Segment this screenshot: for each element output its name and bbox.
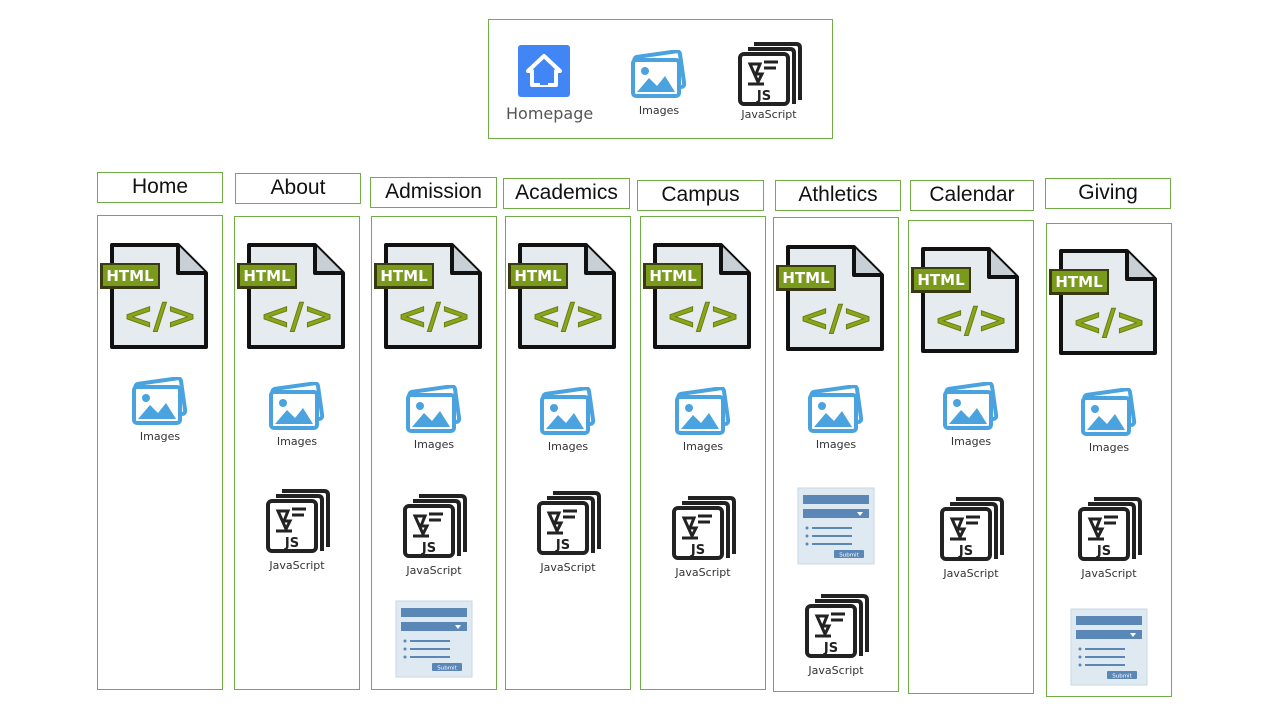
html-file-icon: HTML </> <box>235 243 347 351</box>
images-label: Images <box>682 440 724 453</box>
images-label: Images <box>950 435 992 448</box>
html-badge-text: HTML <box>243 267 291 285</box>
images-icon <box>267 381 327 436</box>
column-header-academics: Academics <box>503 178 630 209</box>
images-icon <box>941 381 1001 436</box>
javascript-icon: JS <box>801 590 871 660</box>
javascript-icon: JS <box>399 490 469 560</box>
html-code-text: </> <box>531 296 604 337</box>
javascript-icon: JS <box>533 487 603 557</box>
js-label: JavaScript <box>1081 567 1137 580</box>
html-file-icon: HTML </> <box>641 243 753 351</box>
column-academics <box>505 216 631 690</box>
html-file-icon: HTML </> <box>506 243 618 351</box>
html-badge-text: HTML <box>514 267 562 285</box>
legend-homepage-label: Homepage <box>506 104 594 123</box>
javascript-icon: JS <box>936 493 1006 563</box>
js-label: JavaScript <box>269 559 325 572</box>
javascript-icon: JS <box>1074 493 1144 563</box>
js-label: JavaScript <box>540 561 596 574</box>
images-icon <box>1079 387 1139 442</box>
html-file-icon: HTML </> <box>1047 249 1159 357</box>
form-submit-text: Submit <box>437 666 457 672</box>
html-code-text: </> <box>260 296 333 337</box>
home-icon <box>518 45 570 97</box>
javascript-icon: JS <box>668 492 738 562</box>
column-header-athletics: Athletics <box>775 180 901 211</box>
images-label: Images <box>139 430 181 443</box>
column-header-calendar: Calendar <box>910 180 1034 211</box>
html-file-icon: HTML </> <box>98 243 210 351</box>
html-code-text: </> <box>799 298 872 339</box>
column-header-admission: Admission <box>370 177 497 208</box>
form-submit-text: Submit <box>1112 674 1132 680</box>
images-label: Images <box>276 435 318 448</box>
images-icon <box>538 386 598 441</box>
js-text: JS <box>823 641 838 656</box>
legend-homepage: Homepage <box>506 44 594 123</box>
legend-images: Images <box>619 50 699 117</box>
images-icon <box>130 376 190 431</box>
html-code-text: </> <box>397 296 470 337</box>
legend-javascript: JS JavaScript <box>729 38 809 121</box>
column-about <box>234 216 360 690</box>
js-text: JS <box>284 536 299 551</box>
html-badge-text: HTML <box>1055 273 1103 291</box>
column-home <box>97 215 223 690</box>
images-icon <box>631 50 687 98</box>
column-header-about: About <box>235 173 361 204</box>
js-text: JS <box>756 89 771 104</box>
column-giving <box>1046 223 1172 697</box>
js-text: JS <box>421 541 436 556</box>
html-code-text: </> <box>934 300 1007 341</box>
images-label: Images <box>547 440 589 453</box>
javascript-icon: JS <box>738 42 802 106</box>
html-badge-text: HTML <box>917 271 965 289</box>
js-label: JavaScript <box>675 566 731 579</box>
form-submit-text: Submit <box>839 553 859 559</box>
column-calendar <box>908 220 1034 694</box>
images-label: Images <box>1088 441 1130 454</box>
images-label: Images <box>815 438 857 451</box>
column-campus <box>640 216 766 690</box>
html-badge-text: HTML <box>106 267 154 285</box>
js-text: JS <box>1096 544 1111 559</box>
legend-box: Homepage Images JS JavaScript <box>488 19 833 139</box>
form-icon: Submit <box>797 487 875 565</box>
images-icon <box>404 384 464 439</box>
column-header-campus: Campus <box>637 180 764 211</box>
javascript-icon: JS <box>262 485 332 555</box>
html-file-icon: HTML </> <box>774 245 886 353</box>
html-badge-text: HTML <box>380 267 428 285</box>
column-athletics <box>773 217 899 692</box>
js-label: JavaScript <box>406 564 462 577</box>
images-icon <box>673 386 733 441</box>
js-label: JavaScript <box>943 567 999 580</box>
html-badge-text: HTML <box>782 269 830 287</box>
legend-images-label: Images <box>638 104 680 117</box>
html-file-icon: HTML </> <box>372 243 484 351</box>
js-text: JS <box>555 538 570 553</box>
column-header-giving: Giving <box>1045 178 1171 209</box>
js-label: JavaScript <box>808 664 864 677</box>
form-icon: Submit <box>395 600 473 678</box>
images-label: Images <box>413 438 455 451</box>
html-code-text: </> <box>666 296 739 337</box>
form-icon: Submit <box>1070 608 1148 686</box>
html-badge-text: HTML <box>649 267 697 285</box>
html-code-text: </> <box>123 296 196 337</box>
column-header-home: Home <box>97 172 223 203</box>
html-code-text: </> <box>1072 302 1145 343</box>
js-text: JS <box>958 544 973 559</box>
column-admission <box>371 216 497 690</box>
images-icon <box>806 384 866 439</box>
html-file-icon: HTML </> <box>909 247 1021 355</box>
js-text: JS <box>690 543 705 558</box>
legend-javascript-label: JavaScript <box>741 108 797 121</box>
